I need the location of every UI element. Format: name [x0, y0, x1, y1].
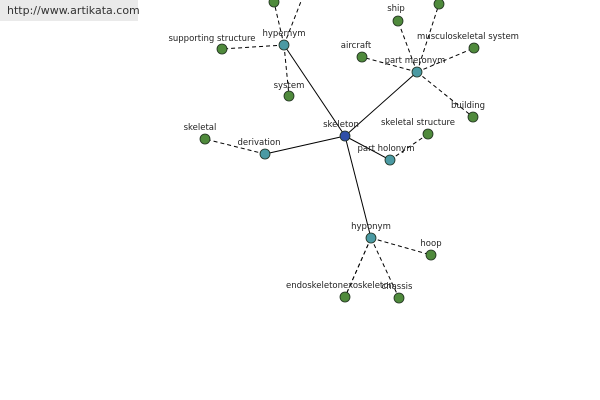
relation-label-hyponym[interactable]: hyponym: [351, 222, 391, 232]
leaf-label-musculoskeletal-system[interactable]: musculoskeletal system: [417, 32, 519, 42]
relation-node-part-holonym[interactable]: [384, 154, 396, 166]
edge-skeleton-hyponym: [344, 135, 372, 239]
edge-part-meronym-musculoskeletal-system: [416, 47, 475, 73]
leaf-node-building[interactable]: [467, 111, 479, 123]
leaf-label-chassis[interactable]: chassis: [382, 282, 413, 292]
leaf-label-ship[interactable]: ship: [387, 4, 405, 14]
relation-node-hypernym[interactable]: [278, 39, 290, 51]
leaf-label-aircraft[interactable]: aircraft: [341, 41, 372, 51]
leaf-node-musculoskeletal-system[interactable]: [468, 42, 480, 54]
leaf-node-chassis[interactable]: [393, 292, 405, 304]
edge-hypernym-hypernym-top-a: [273, 1, 285, 46]
leaf-label-system[interactable]: system: [274, 81, 305, 91]
relation-label-part-holonym[interactable]: part holonym: [358, 144, 415, 154]
leaf-node-aircraft[interactable]: [356, 51, 368, 63]
site-url-banner[interactable]: http://www.artikata.com: [0, 0, 140, 21]
edge-part-holonym-skeletal-structure: [389, 133, 429, 161]
relation-label-part-meronym[interactable]: part meronym: [385, 56, 446, 66]
leaf-node-endoskeleton[interactable]: [339, 291, 351, 303]
leaf-label-endoskeleton[interactable]: endoskeleton: [286, 281, 343, 291]
leaf-label-exoskeleton[interactable]: exoskeleton: [343, 281, 394, 291]
edge-skeleton-derivation: [264, 135, 346, 155]
leaf-label-skeletal[interactable]: skeletal: [184, 123, 217, 133]
leaf-label-supporting-structure[interactable]: supporting structure: [168, 34, 255, 44]
relation-node-part-meronym[interactable]: [411, 66, 423, 78]
graph-edges: [204, 0, 475, 299]
leaf-node-ship[interactable]: [392, 15, 404, 27]
edge-part-meronym-aircraft: [361, 56, 418, 73]
center-label-skeleton[interactable]: skeleton: [323, 120, 359, 130]
relation-node-hyponym[interactable]: [365, 232, 377, 244]
edge-skeleton-part-meronym: [344, 71, 418, 137]
edge-part-meronym-part-meronym-top: [416, 3, 440, 73]
leaf-node-skeletal-structure[interactable]: [422, 128, 434, 140]
leaf-node-hypernym-top-a[interactable]: [268, 0, 280, 8]
edge-hypernym-supporting-structure: [221, 44, 285, 50]
leaf-node-system[interactable]: [283, 90, 295, 102]
leaf-node-skeletal[interactable]: [199, 133, 211, 145]
leaf-label-skeletal-structure[interactable]: skeletal structure: [381, 118, 455, 128]
edge-hypernym-hypernym-top-b: [283, 0, 303, 46]
edge-hyponym-hoop: [370, 237, 432, 256]
edge-hyponym-exoskeleton: [344, 237, 372, 298]
edge-hypernym-system: [283, 44, 290, 97]
relation-label-derivation[interactable]: derivation: [237, 138, 280, 148]
center-node-skeleton[interactable]: [339, 130, 351, 142]
leaf-label-building[interactable]: building: [451, 101, 485, 111]
leaf-node-part-meronym-top[interactable]: [433, 0, 445, 10]
edge-skeleton-part-holonym: [344, 135, 391, 161]
edge-skeleton-hypernym: [283, 44, 346, 137]
graph-nodes: [199, 0, 480, 304]
leaf-label-hoop[interactable]: hoop: [420, 239, 441, 249]
leaf-node-hoop[interactable]: [425, 249, 437, 261]
edge-part-meronym-building: [416, 71, 474, 118]
graph-labels: skeleton hypernym supporting structure syst…: [168, 4, 518, 292]
leaf-node-supporting-structure[interactable]: [216, 43, 228, 55]
relation-label-hypernym[interactable]: hypernym: [262, 29, 305, 39]
edge-derivation-skeletal: [204, 138, 266, 155]
edge-part-meronym-ship: [397, 20, 418, 73]
relation-node-derivation[interactable]: [259, 148, 271, 160]
